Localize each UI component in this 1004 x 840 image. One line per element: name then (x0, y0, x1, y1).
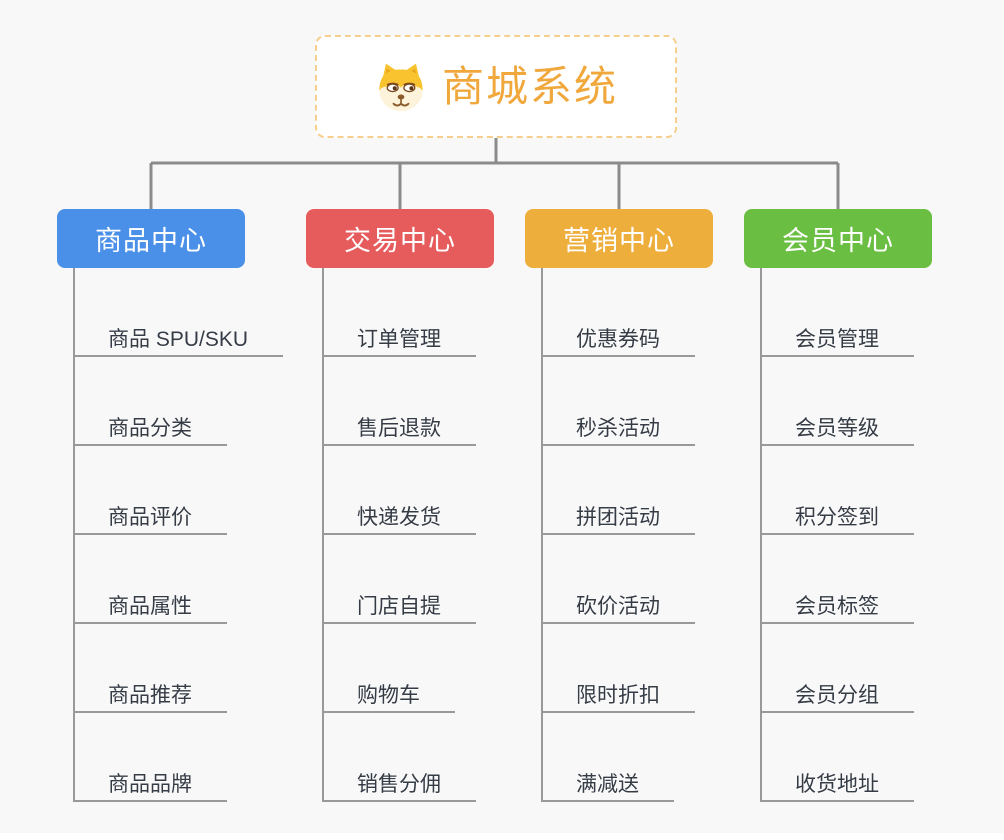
child-topic[interactable]: 商品分类 (73, 408, 227, 446)
child-topic[interactable]: 商品品牌 (73, 764, 227, 802)
branch-topic[interactable]: 营销中心 (525, 209, 713, 268)
child-topic[interactable]: 销售分佣 (322, 764, 476, 802)
child-topic[interactable]: 积分签到 (760, 497, 914, 535)
child-topic[interactable]: 会员分组 (760, 675, 914, 713)
root-title: 商城系统 (441, 62, 618, 110)
child-topic[interactable]: 门店自提 (322, 586, 476, 624)
child-topic[interactable]: 商品属性 (73, 586, 227, 624)
child-topic[interactable]: 收货地址 (760, 764, 914, 802)
child-topic[interactable]: 会员标签 (760, 586, 914, 624)
child-topic[interactable]: 优惠券码 (541, 319, 695, 357)
child-topic[interactable]: 售后退款 (322, 408, 476, 446)
root-node[interactable]: 商城系统 (315, 35, 677, 138)
child-topic[interactable]: 商品 SPU/SKU (73, 319, 284, 357)
dog-face-icon (379, 63, 423, 111)
branch-topic[interactable]: 交易中心 (306, 209, 494, 268)
branch-topic[interactable]: 商品中心 (57, 209, 245, 268)
child-topic[interactable]: 快递发货 (322, 497, 476, 535)
child-topic[interactable]: 会员等级 (760, 408, 914, 446)
branch-topic[interactable]: 会员中心 (744, 209, 932, 268)
child-topic[interactable]: 限时折扣 (541, 675, 695, 713)
child-topic[interactable]: 商品推荐 (73, 675, 227, 713)
child-topic[interactable]: 购物车 (322, 675, 455, 713)
child-topic[interactable]: 秒杀活动 (541, 408, 695, 446)
child-topic[interactable]: 砍价活动 (541, 586, 695, 624)
child-topic[interactable]: 会员管理 (760, 319, 914, 357)
child-topic[interactable]: 满减送 (541, 764, 674, 802)
child-topic[interactable]: 订单管理 (322, 319, 476, 357)
child-topic[interactable]: 拼团活动 (541, 497, 695, 535)
bottom-edge-strip (0, 833, 1004, 840)
child-topic[interactable]: 商品评价 (73, 497, 227, 535)
